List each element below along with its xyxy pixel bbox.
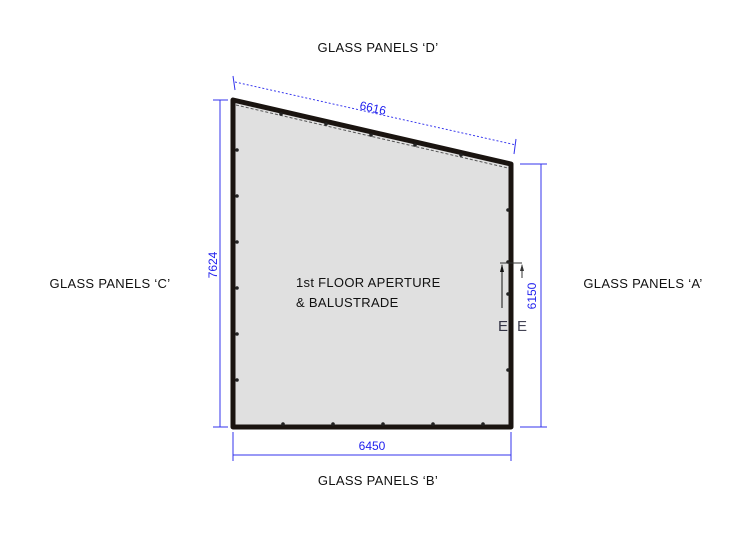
dimension-left: 7624 (206, 99, 228, 428)
label-glass-panels-c: GLASS PANELS ‘C’ (50, 276, 171, 291)
dimension-bottom-value: 6450 (359, 439, 386, 453)
dimension-top: 6616 (232, 75, 517, 155)
section-marker-right: E (517, 318, 527, 335)
label-glass-panels-a: GLASS PANELS ‘A’ (583, 276, 702, 291)
dimension-top-value: 6616 (358, 98, 387, 118)
aperture-title-line1: 1st FLOOR APERTURE (296, 275, 441, 290)
dimension-left-value: 7624 (206, 251, 220, 278)
dimension-right-value: 6150 (525, 282, 539, 309)
dimension-bottom: 6450 (232, 432, 512, 461)
dimension-right: 6150 (520, 163, 547, 428)
label-glass-panels-d: GLASS PANELS ‘D’ (318, 40, 439, 55)
post-markers (235, 112, 510, 426)
label-glass-panels-b: GLASS PANELS ‘B’ (318, 473, 438, 488)
section-marker-e-e: E E (498, 262, 527, 335)
section-marker-left: E (498, 318, 508, 335)
aperture-outline (230, 97, 514, 430)
aperture-title-line2: & BALUSTRADE (296, 295, 399, 310)
